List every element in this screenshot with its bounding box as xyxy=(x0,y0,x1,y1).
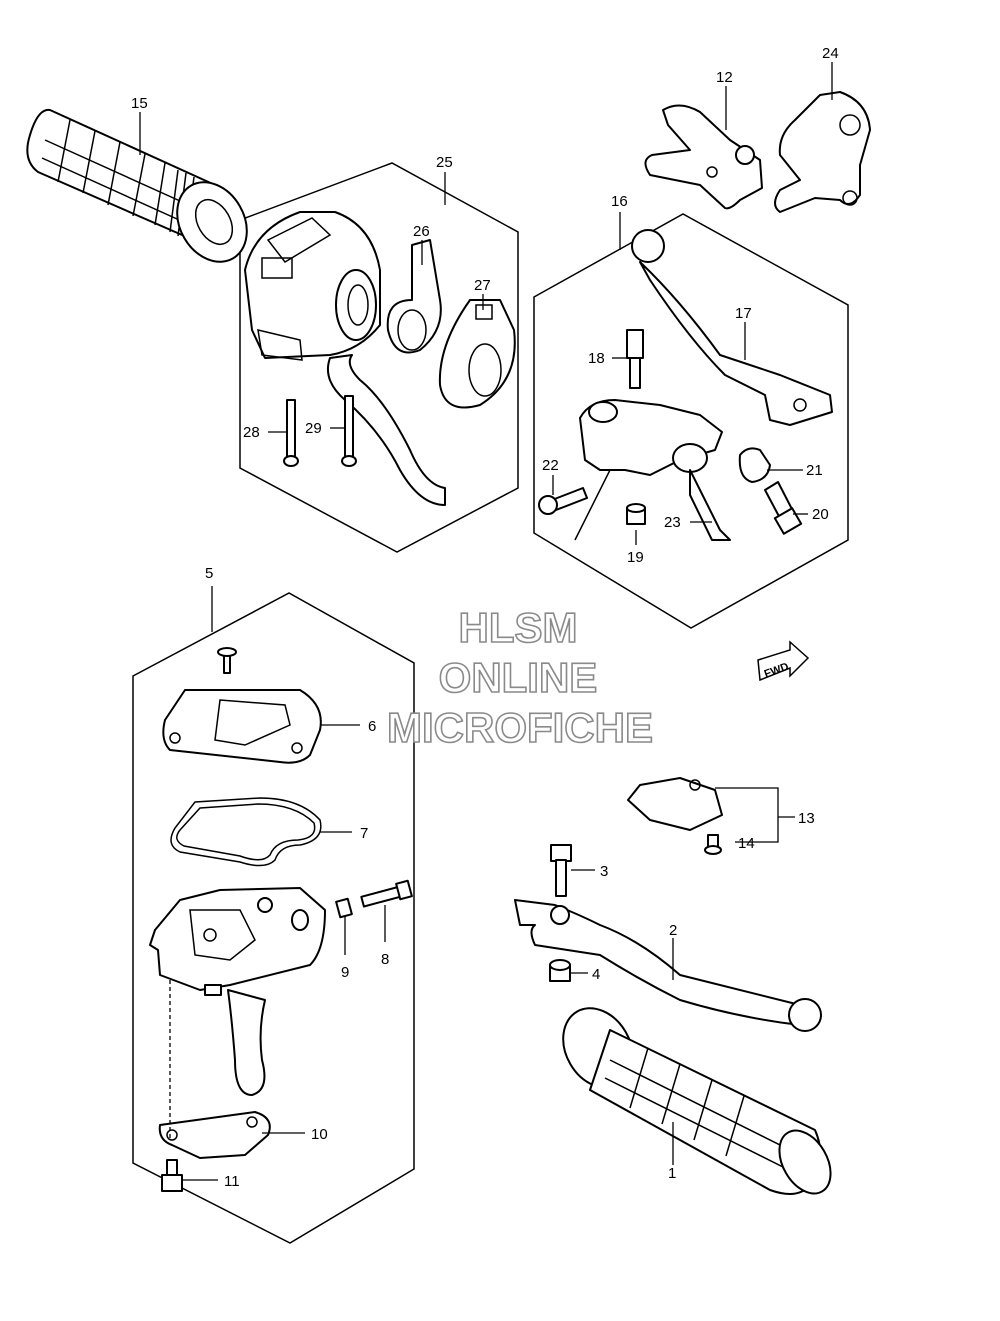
callout-10: 10 xyxy=(311,1126,328,1143)
callout-27: 27 xyxy=(474,277,491,294)
callout-13: 13 xyxy=(798,810,815,827)
callout-14: 14 xyxy=(738,835,755,852)
callout-25: 25 xyxy=(436,154,453,171)
part-21-cover[interactable] xyxy=(738,447,771,483)
part-4-nut[interactable] xyxy=(549,959,571,982)
callout-15: 15 xyxy=(131,95,148,112)
callout-22: 22 xyxy=(542,457,559,474)
callout-6: 6 xyxy=(368,718,376,735)
part-9-nut[interactable] xyxy=(335,897,353,919)
part-1-right-grip[interactable] xyxy=(549,996,841,1203)
group-box-5 xyxy=(132,592,415,1244)
part-13-switch[interactable] xyxy=(627,777,723,831)
callout-4: 4 xyxy=(592,966,600,983)
part-6-screw[interactable] xyxy=(217,647,237,674)
part-22-screw[interactable] xyxy=(538,487,588,515)
watermark-line-1: HLSM xyxy=(459,604,578,651)
part-25-handlebar-switch[interactable] xyxy=(244,211,446,506)
part-26-switch-knob[interactable] xyxy=(386,239,442,354)
callout-29: 29 xyxy=(305,420,322,437)
callout-1: 1 xyxy=(668,1165,676,1182)
callout-20: 20 xyxy=(812,506,829,523)
part-20-screw[interactable] xyxy=(764,481,803,535)
callout-17: 17 xyxy=(735,305,752,322)
callout-18: 18 xyxy=(588,350,605,367)
callout-19: 19 xyxy=(627,549,644,566)
callout-12: 12 xyxy=(716,69,733,86)
callout-8: 8 xyxy=(381,951,389,968)
part-24-lever-holder[interactable] xyxy=(774,91,871,213)
part-27-switch-ring[interactable] xyxy=(438,299,516,409)
part-19-nut[interactable] xyxy=(626,503,646,525)
callout-5: 5 xyxy=(205,565,213,582)
part-2-brake-lever[interactable] xyxy=(514,899,822,1032)
part-29-screw[interactable] xyxy=(341,395,357,467)
callout-2: 2 xyxy=(669,922,677,939)
part-6-cap[interactable] xyxy=(162,689,322,764)
part-16-lever-holder[interactable] xyxy=(574,399,731,541)
group-box-25 xyxy=(239,162,519,553)
callout-9: 9 xyxy=(341,964,349,981)
callout-26: 26 xyxy=(413,223,430,240)
part-3-pivot-bolt[interactable] xyxy=(550,844,572,897)
part-7-diaphragm[interactable] xyxy=(170,797,322,867)
part-28-screw[interactable] xyxy=(283,399,299,467)
part-18-pivot-bolt[interactable] xyxy=(626,329,644,389)
part-11-bolt[interactable] xyxy=(161,1159,183,1192)
fwd-arrow-icon: FWD xyxy=(757,640,810,682)
part-5-master-cylinder[interactable] xyxy=(149,887,326,1096)
callout-28: 28 xyxy=(243,424,260,441)
callout-23: 23 xyxy=(664,514,681,531)
part-15-left-grip[interactable] xyxy=(26,108,260,275)
callout-16: 16 xyxy=(611,193,628,210)
part-8-screw[interactable] xyxy=(360,879,413,908)
callout-11: 11 xyxy=(224,1173,240,1190)
watermark-line-2: ONLINE xyxy=(439,654,598,701)
watermark-line-3: MICROFICHE xyxy=(387,704,653,751)
callout-7: 7 xyxy=(360,825,368,842)
callout-3: 3 xyxy=(600,863,608,880)
part-12-bracket[interactable] xyxy=(644,104,763,210)
part-10-boot[interactable] xyxy=(158,1111,271,1159)
part-14-screw[interactable] xyxy=(704,834,722,855)
callout-24: 24 xyxy=(822,45,839,62)
group-box-16 xyxy=(533,213,849,629)
part-17-lever[interactable] xyxy=(631,229,833,426)
leader-lines xyxy=(139,62,833,1181)
callout-21: 21 xyxy=(806,462,823,479)
